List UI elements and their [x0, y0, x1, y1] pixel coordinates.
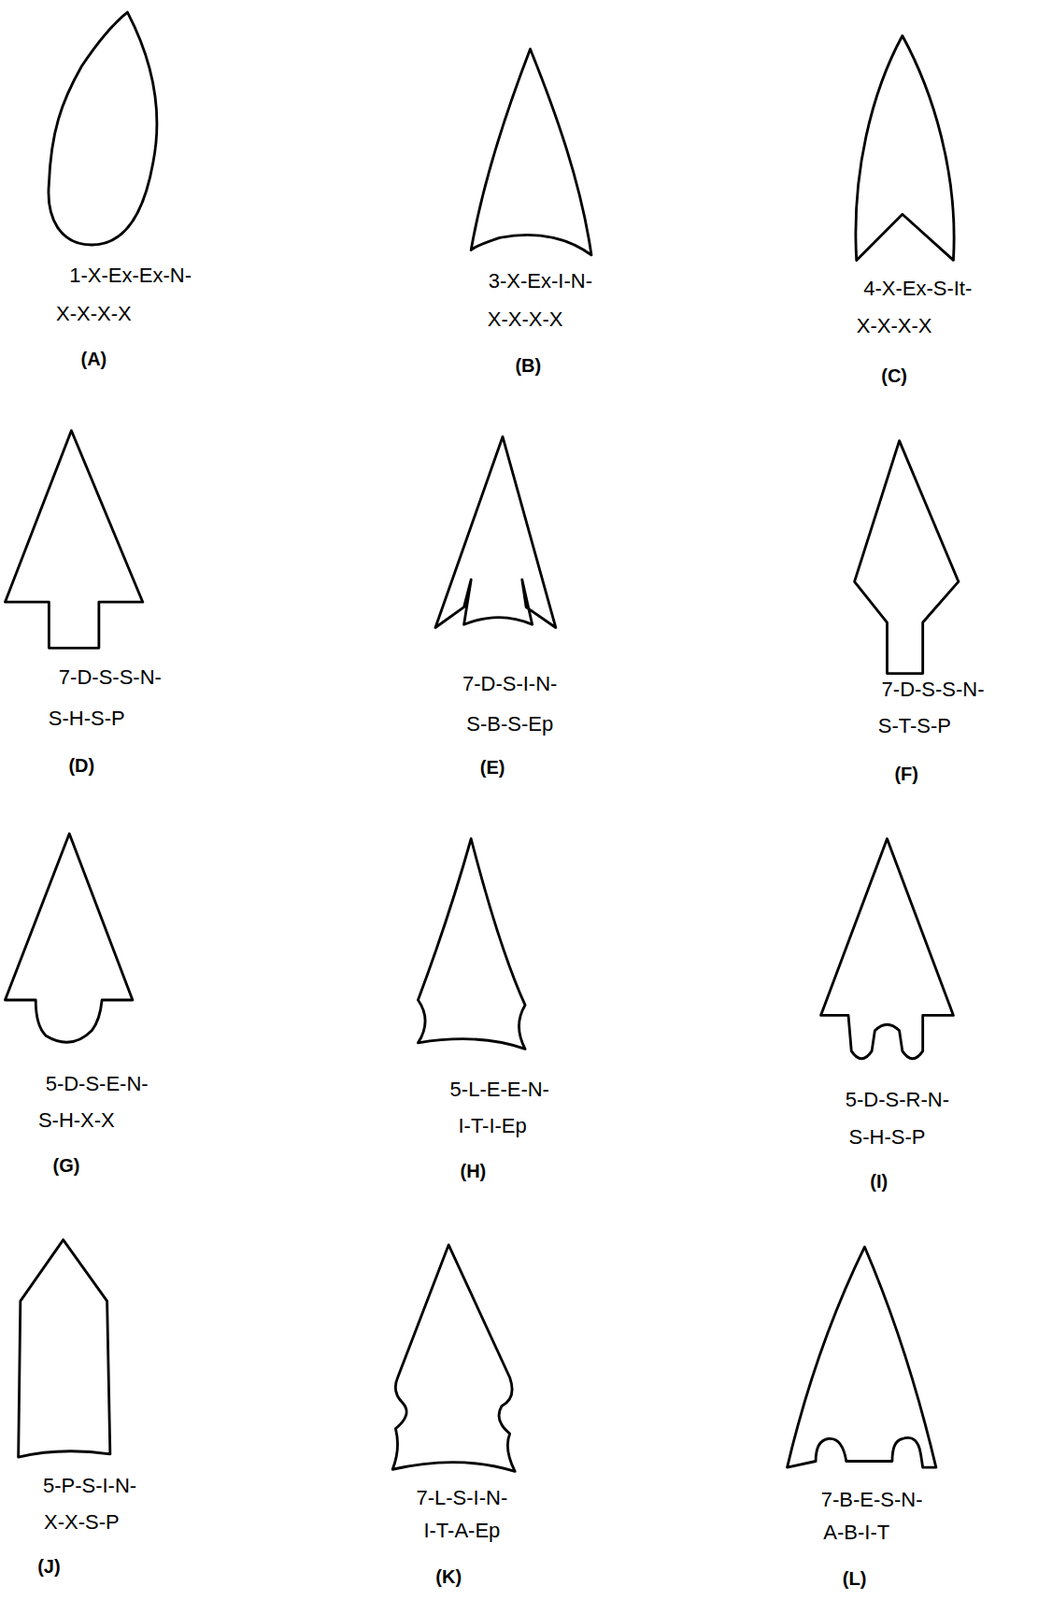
type-code: S-T-S-P	[878, 714, 952, 738]
type-code: 7-D-S-S-N-	[58, 666, 162, 689]
type-code: 3-X-Ex-I-N-	[488, 270, 593, 293]
type-code: 5-D-S-R-N-	[845, 1088, 950, 1111]
figure-letter: (F)	[894, 763, 919, 784]
figure-letter: (D)	[68, 754, 95, 776]
point-outline	[4, 833, 132, 1042]
type-code: S-B-S-Ep	[466, 712, 554, 736]
figure-letter: (B)	[514, 355, 541, 376]
figure-letter: (J)	[37, 1555, 60, 1577]
figure-letter: (L)	[842, 1567, 868, 1589]
point-outline	[48, 12, 157, 245]
type-code: X-X-X-X	[487, 308, 564, 331]
figure-letter: (C)	[881, 365, 908, 386]
figure-letter: (K)	[435, 1565, 462, 1587]
point-outline	[417, 838, 526, 1049]
figure-letter: (A)	[81, 348, 108, 370]
point-outline	[4, 430, 143, 649]
type-code: 5-P-S-I-N-	[42, 1474, 137, 1497]
figure-letter: (E)	[480, 756, 506, 778]
point-outline	[392, 1244, 515, 1471]
type-code: 5-D-S-E-N-	[45, 1071, 149, 1095]
point-outline	[470, 48, 592, 256]
type-code: I-T-A-Ep	[423, 1519, 500, 1542]
type-code: 7-L-S-I-N-	[415, 1486, 508, 1509]
figure-letter: (G)	[52, 1154, 80, 1176]
figure-letter: (H)	[459, 1160, 486, 1181]
type-code: 5-L-E-E-N-	[450, 1078, 550, 1101]
point-outline	[855, 35, 954, 260]
figure-letter: (I)	[869, 1170, 888, 1192]
type-code: X-X-X-X	[56, 302, 132, 326]
point-outline	[854, 440, 959, 674]
type-code: 4-X-Ex-S-It-	[863, 277, 972, 300]
type-code: A-B-I-T	[823, 1521, 890, 1544]
point-outline	[435, 436, 556, 627]
type-code: S-H-X-X	[38, 1109, 115, 1132]
type-code: X-X-X-X	[856, 314, 933, 338]
point-outline	[821, 838, 954, 1058]
point-outline	[18, 1239, 111, 1458]
type-code: S-H-S-P	[48, 707, 126, 730]
type-code: 7-B-E-S-N-	[821, 1488, 924, 1511]
type-code: 7-D-S-I-N-	[462, 671, 557, 695]
type-code: X-X-S-P	[43, 1510, 120, 1534]
type-code: 1-X-Ex-Ex-N-	[69, 264, 192, 287]
type-code: S-H-S-P	[849, 1125, 926, 1149]
type-code: 7-D-S-S-N-	[881, 678, 985, 701]
point-outline	[787, 1246, 937, 1467]
type-code: I-T-I-Ep	[457, 1114, 527, 1138]
